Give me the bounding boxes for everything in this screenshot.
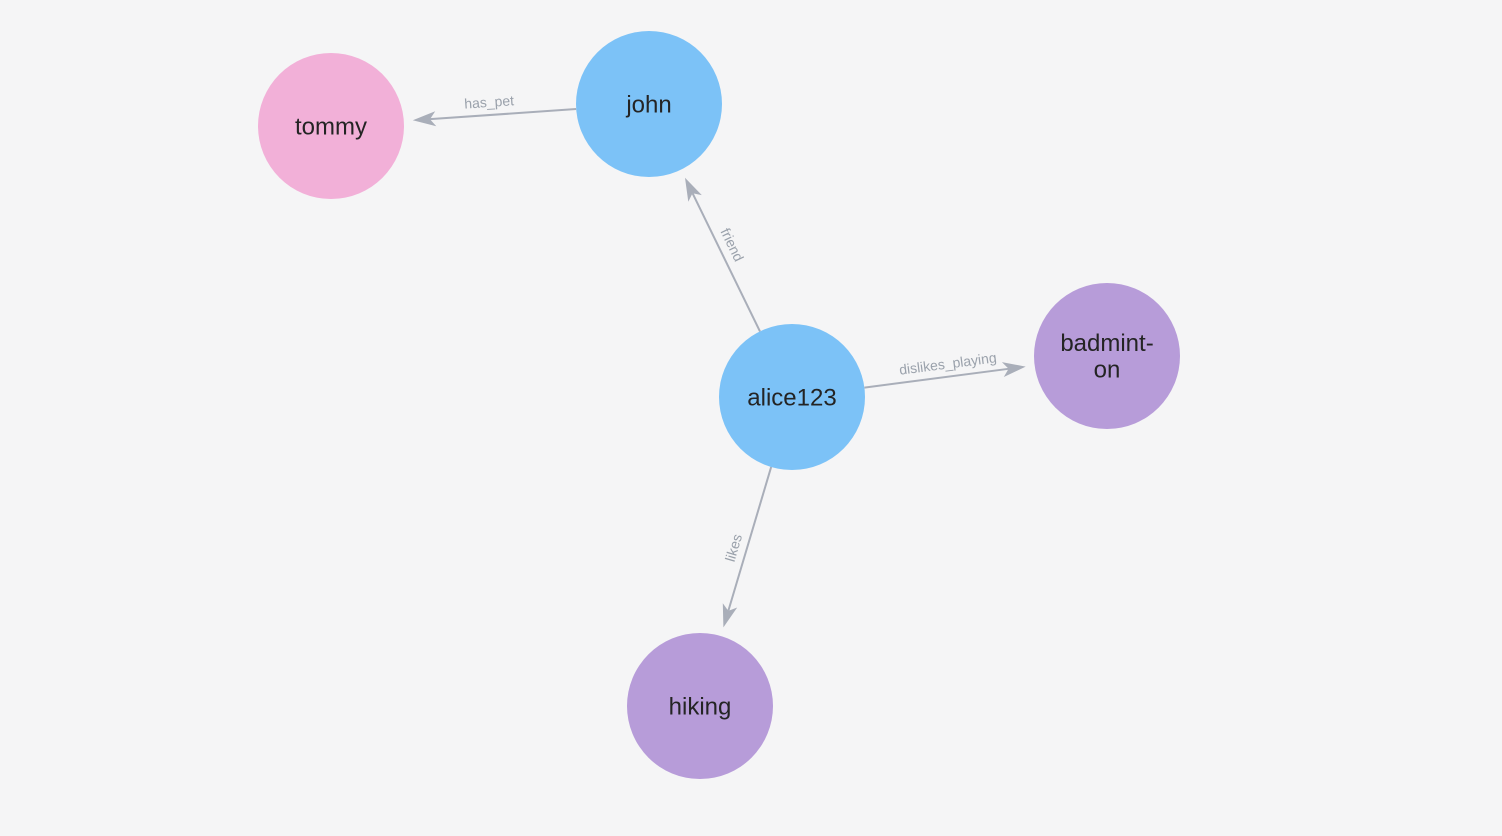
edge-line[interactable] xyxy=(691,192,761,332)
edge-line[interactable] xyxy=(864,367,1009,389)
node-label-alice123: alice123 xyxy=(747,384,836,411)
edge-label-has_pet: has_pet xyxy=(464,92,515,111)
node-alice123[interactable]: alice123 xyxy=(719,324,865,470)
edge-alice123-john[interactable]: friend xyxy=(685,177,761,332)
edge-alice123-hiking[interactable]: likes xyxy=(722,466,773,628)
node-label-hiking: hiking xyxy=(669,693,732,720)
node-circle-tommy[interactable] xyxy=(258,53,404,199)
edge-line[interactable] xyxy=(727,466,773,612)
edge-arrowhead xyxy=(1001,362,1026,377)
node-label-john: john xyxy=(625,91,671,118)
edge-label-dislikes_playing: dislikes_playing xyxy=(898,349,997,378)
edge-alice123-badminton[interactable]: dislikes_playing xyxy=(864,349,1026,389)
node-label-tommy: tommy xyxy=(295,113,367,140)
edge-john-tommy[interactable]: has_pet xyxy=(412,92,577,127)
edge-label-likes: likes xyxy=(722,532,745,563)
edge-arrowhead xyxy=(685,177,702,202)
node-john[interactable]: john xyxy=(576,31,722,177)
edge-arrowhead xyxy=(412,111,437,127)
node-label-badminton: badmint-on xyxy=(1060,330,1153,383)
node-hiking[interactable]: hiking xyxy=(627,633,773,779)
node-circle-alice123[interactable] xyxy=(719,324,865,470)
node-tommy[interactable]: tommy xyxy=(258,53,404,199)
node-circle-badminton[interactable] xyxy=(1034,283,1180,429)
node-circle-john[interactable] xyxy=(576,31,722,177)
node-badminton[interactable]: badmint-on xyxy=(1034,283,1180,429)
edge-line[interactable] xyxy=(429,108,577,121)
edge-label-friend: friend xyxy=(717,225,747,263)
edge-arrowhead xyxy=(722,603,738,628)
node-circle-hiking[interactable] xyxy=(627,633,773,779)
